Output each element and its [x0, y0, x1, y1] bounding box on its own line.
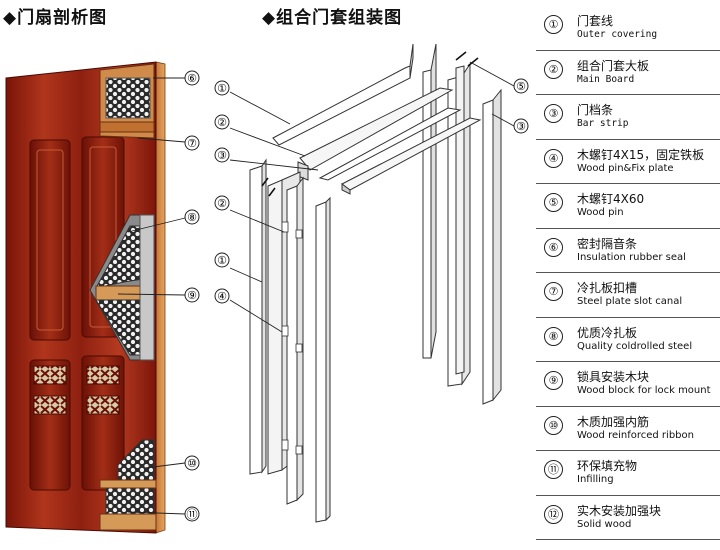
door-callouts: ⑥ ⑦ ⑧ ⑨ ⑩ ⑪: [184, 70, 200, 522]
fix-plates: [281, 221, 303, 455]
legend-english-label: Main Board: [577, 73, 635, 85]
legend-english-label: Wood pin&Fix plate: [577, 162, 674, 174]
legend-number: ⑥: [544, 237, 563, 257]
svg-text:①: ①: [217, 82, 227, 95]
callout-3b: ③: [513, 118, 529, 134]
legend-chinese-label: 冷扎板扣槽: [577, 281, 638, 295]
legend-english-label: Wood reinforced ribbon: [577, 429, 694, 441]
legend-chinese-label: 锁具安装木块: [577, 370, 650, 384]
legend-chinese-label: 木质加强内筋: [577, 414, 650, 429]
decorative-inlays: [33, 365, 120, 415]
door-leader-lines: [117, 77, 186, 515]
svg-text:②: ②: [217, 197, 227, 210]
svg-text:⑨: ⑨: [187, 289, 197, 302]
legend-english-label: Solid wood: [577, 518, 632, 530]
callout-6: ⑥: [184, 70, 200, 86]
callout-11: ⑪: [184, 506, 200, 522]
legend-chinese-label: 木螺钉4X60: [577, 192, 645, 206]
svg-text:③: ③: [516, 120, 526, 133]
svg-text:⑩: ⑩: [187, 457, 197, 470]
svg-text:⑦: ⑦: [187, 137, 197, 150]
legend-number: ⑨: [544, 371, 563, 390]
callout-2b: ②: [214, 195, 230, 211]
legend-number: ①: [544, 15, 563, 34]
legend-number: ③: [544, 104, 563, 123]
frame-assembly: [249, 43, 502, 523]
callout-8: ⑧: [184, 209, 200, 225]
legend-chinese-label: 优质冷扎板: [577, 325, 638, 340]
legend-number: ⑫: [544, 504, 563, 524]
callout-10: ⑩: [184, 455, 200, 471]
top-cutaway: [99, 63, 155, 139]
frame-right-callouts: ⑤ ③: [513, 78, 529, 134]
middle-cutaway: [89, 214, 155, 361]
callout-1a: ①: [214, 80, 230, 96]
legend-chinese-label: 组合门套大板: [577, 58, 650, 73]
bottom-cutaway: [99, 439, 157, 531]
callout-1b: ①: [214, 252, 230, 268]
wood-pins: [261, 51, 479, 197]
frame-leader-lines: [229, 61, 515, 333]
frame-callouts: ① ② ③ ② ① ④: [214, 80, 230, 304]
legend-number: ⑤: [544, 193, 563, 212]
legend-chinese-label: 密封隔音条: [577, 236, 638, 251]
legend-english-label: Insulation rubber seal: [577, 251, 686, 263]
svg-text:⑪: ⑪: [187, 508, 198, 521]
legend-english-label: Wood pin: [577, 207, 624, 218]
legend-english-label: Bar strip: [577, 118, 629, 129]
svg-text:⑧: ⑧: [187, 211, 197, 224]
legend-chinese-label: 木螺钉4X15，固定铁板: [577, 147, 705, 162]
door-leaf-title: ◆门扇剖析图: [3, 8, 108, 28]
legend-chinese-label: 门档条: [577, 103, 614, 117]
callout-3a: ③: [214, 147, 230, 163]
callout-5: ⑤: [513, 78, 529, 94]
legend-number: ②: [544, 59, 563, 79]
svg-text:⑤: ⑤: [516, 80, 526, 93]
callout-9: ⑨: [184, 287, 200, 303]
legend-english-label: Infilling: [577, 474, 614, 485]
callout-2a: ②: [214, 114, 230, 130]
legend-english-label: Outer covering: [577, 29, 658, 40]
legend-chinese-label: 环保填充物: [577, 459, 638, 473]
svg-text:③: ③: [217, 149, 227, 162]
callout-7: ⑦: [184, 135, 200, 151]
svg-text:②: ②: [217, 116, 227, 129]
svg-text:④: ④: [217, 290, 227, 303]
legend-english-label: Steel plate slot canal: [577, 296, 683, 307]
legend-number: ④: [544, 148, 563, 168]
legend-number: ⑦: [544, 282, 563, 301]
legend-number: ⑩: [544, 415, 563, 435]
door-diagram: ⑥ ⑦ ⑧ ⑨ ⑩ ⑪ ① ② ③ ② ① ④ ⑤ ③: [5, 43, 529, 534]
frame-assembly-title: ◆组合门套组装图: [262, 8, 403, 28]
legend-english-label: Quality coldrolled steel: [577, 340, 693, 352]
legend-chinese-label: 门套线: [577, 14, 614, 28]
legend-chinese-label: 实木安装加强块: [577, 503, 662, 518]
legend-number: ⑧: [544, 326, 563, 346]
legend-english-label: Wood block for lock mount: [577, 385, 711, 396]
svg-text:⑥: ⑥: [187, 72, 197, 85]
svg-text:①: ①: [217, 254, 227, 267]
callout-4: ④: [214, 288, 230, 304]
legend-number: ⑪: [544, 460, 563, 479]
door-leaf: [5, 61, 166, 534]
